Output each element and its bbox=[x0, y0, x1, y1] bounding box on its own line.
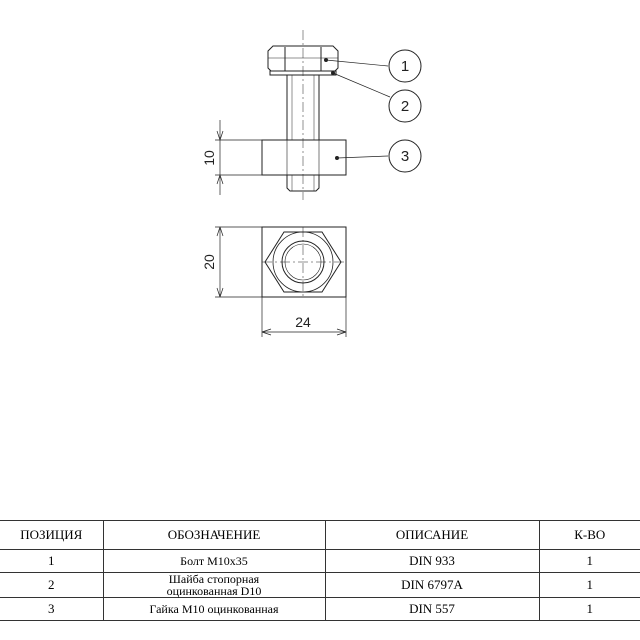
cell-quantity: 1 bbox=[538, 549, 640, 573]
dimension-height-side bbox=[215, 120, 262, 195]
technical-drawing: 10 20 24 1 2 3 bbox=[201, 30, 422, 337]
bolt-head-top bbox=[262, 227, 346, 297]
header-position: ПОЗИЦИЯ bbox=[0, 520, 104, 550]
cell-position: 1 bbox=[0, 549, 104, 573]
specification-table: ПОЗИЦИЯ ОБОЗНАЧЕНИЕ ОПИСАНИЕ К-ВО 1 Болт… bbox=[0, 520, 640, 621]
cell-designation: Гайка М10 оцинкованная bbox=[102, 597, 326, 621]
cell-position: 3 bbox=[0, 597, 104, 621]
table-row: 3 Гайка М10 оцинкованная DIN 557 1 bbox=[0, 597, 640, 621]
cell-position: 2 bbox=[0, 572, 104, 598]
cell-quantity: 1 bbox=[538, 572, 640, 598]
dim-label-10: 10 bbox=[201, 150, 217, 166]
dim-label-24: 24 bbox=[295, 314, 311, 330]
square-nut-side bbox=[261, 139, 347, 176]
cell-quantity: 1 bbox=[538, 597, 640, 621]
cell-description: DIN 557 bbox=[324, 597, 540, 621]
bolt-shank-side bbox=[286, 30, 320, 200]
cell-description: DIN 6797A bbox=[324, 572, 540, 598]
cell-designation: Болт М10х35 bbox=[102, 549, 326, 573]
callout-circle-3 bbox=[388, 139, 422, 173]
callout-label-2: 2 bbox=[401, 98, 409, 115]
callout-label-3: 3 bbox=[401, 148, 409, 165]
header-description: ОПИСАНИЕ bbox=[324, 520, 540, 550]
callout-circle-1 bbox=[388, 49, 422, 83]
cell-designation-line1: Шайба стопорная bbox=[168, 572, 260, 586]
cell-description: DIN 933 bbox=[324, 549, 540, 573]
table-row: 2 Шайба стопорная оцинкованная D10 DIN 6… bbox=[0, 572, 640, 598]
bolt-tip bbox=[286, 175, 320, 192]
dimension-height-top bbox=[215, 226, 262, 298]
dim-label-20: 20 bbox=[201, 254, 217, 270]
leader-lines bbox=[325, 59, 391, 159]
callout-circle-2 bbox=[388, 89, 422, 123]
cell-designation: Шайба стопорная оцинкованная D10 bbox=[102, 572, 326, 598]
callout-label-1: 1 bbox=[401, 58, 409, 75]
cell-designation-line2: оцинкованная D10 bbox=[166, 584, 262, 598]
header-designation: ОБОЗНАЧЕНИЕ bbox=[102, 520, 326, 550]
dimension-width-top bbox=[261, 297, 347, 337]
table-header-row: ПОЗИЦИЯ ОБОЗНАЧЕНИЕ ОПИСАНИЕ К-ВО bbox=[0, 520, 640, 550]
table-row: 1 Болт М10х35 DIN 933 1 bbox=[0, 549, 640, 573]
header-quantity: К-ВО bbox=[538, 520, 640, 550]
